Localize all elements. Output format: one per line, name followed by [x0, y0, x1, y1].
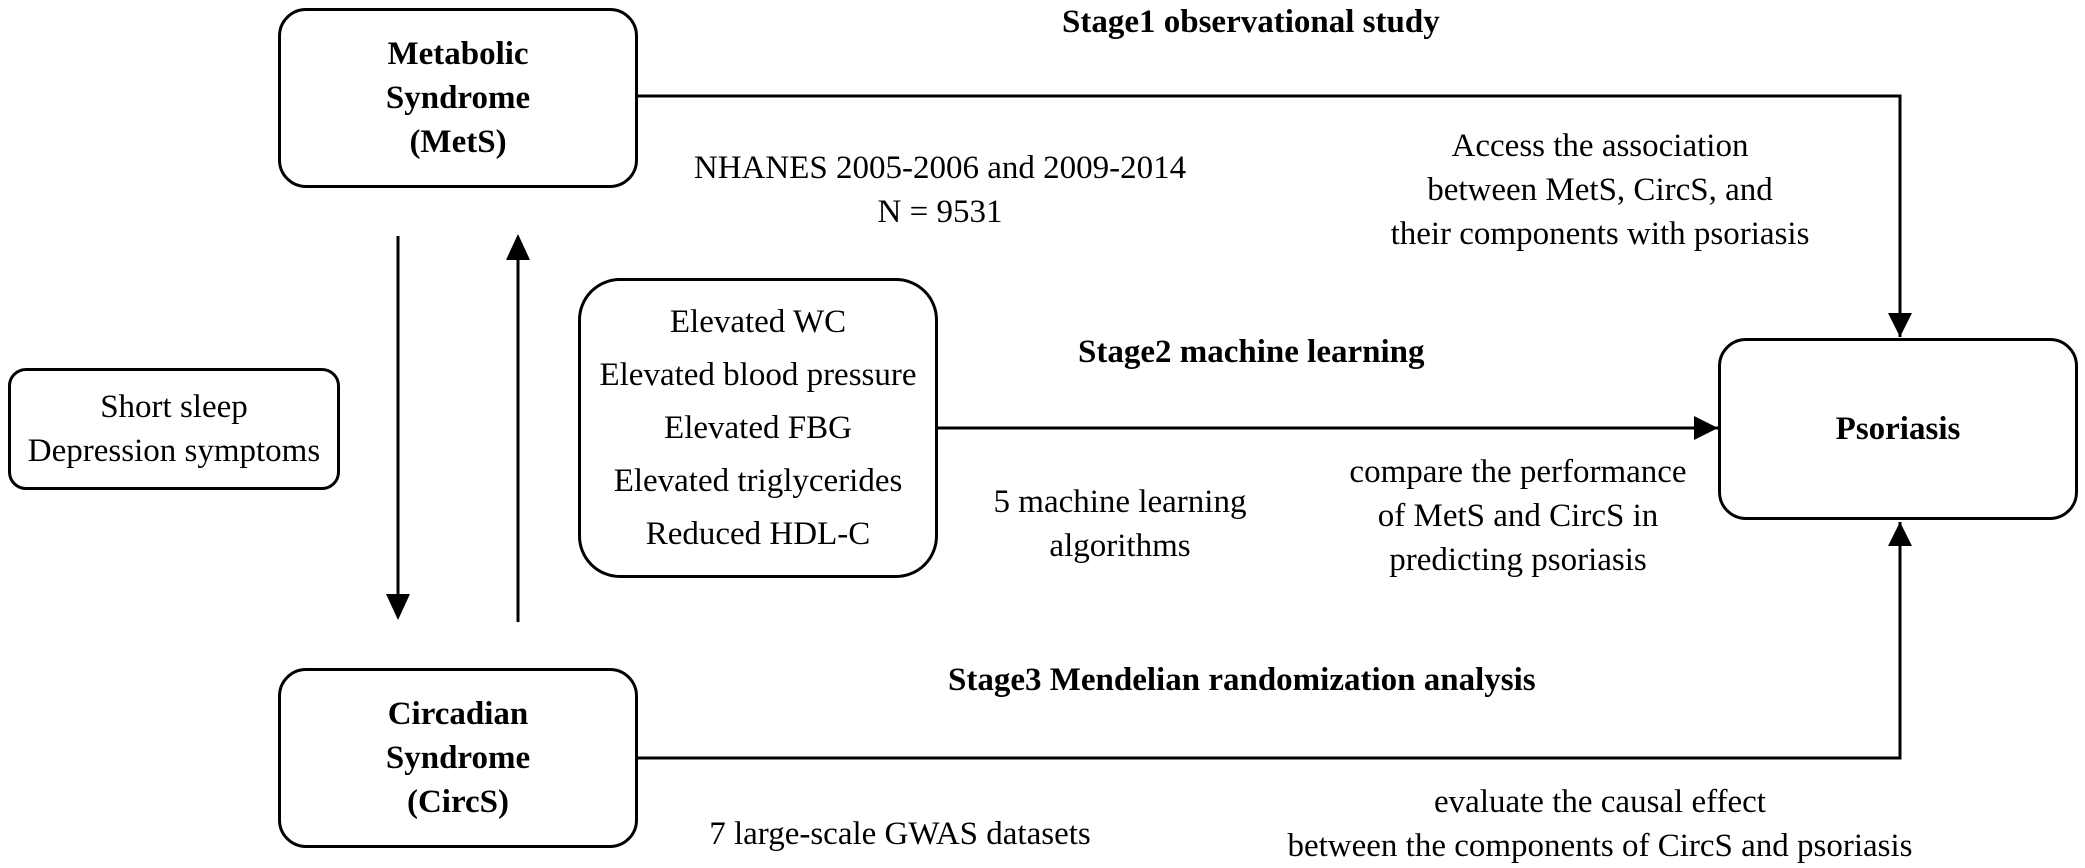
annotation-compare: compare the performance of MetS and Circ…: [1318, 450, 1718, 582]
annotation-ml: 5 machine learning algorithms: [960, 480, 1280, 568]
arrowhead-stage3: [1888, 522, 1912, 546]
component-item: Elevated blood pressure: [599, 357, 917, 393]
evaluate-line: between the components of CircS and psor…: [1287, 828, 1913, 864]
component-item: Reduced HDL-C: [645, 516, 871, 552]
circs-line: Circadian: [387, 696, 529, 732]
compare-line: compare the performance: [1349, 454, 1687, 490]
access-line: between MetS, CircS, and: [1427, 172, 1773, 208]
mets-line: Metabolic: [387, 36, 529, 72]
annotation-nhanes: NHANES 2005-2006 and 2009-2014 N = 9531: [660, 146, 1220, 234]
compare-line: predicting psoriasis: [1389, 542, 1647, 578]
nhanes-line: N = 9531: [877, 194, 1003, 230]
mets-line: Syndrome: [385, 80, 531, 116]
component-item: Elevated triglycerides: [613, 463, 903, 499]
edge-mets-to-psoriasis: [638, 94, 1902, 337]
nhanes-line: NHANES 2005-2006 and 2009-2014: [693, 150, 1187, 186]
arrowhead-stage1: [1888, 313, 1912, 337]
access-line: Access the association: [1451, 128, 1749, 164]
node-components: Elevated WC Elevated blood pressure Elev…: [578, 278, 938, 578]
annotation-gwas: 7 large-scale GWAS datasets: [680, 812, 1120, 856]
component-item: Elevated WC: [669, 304, 847, 340]
gwas-line: 7 large-scale GWAS datasets: [709, 816, 1091, 852]
arrowhead-down: [386, 594, 410, 620]
psoriasis-label: Psoriasis: [1835, 411, 1961, 447]
sleep-line: Short sleep: [100, 389, 248, 425]
ml-line: 5 machine learning: [993, 484, 1247, 520]
node-sleep-depression: Short sleep Depression symptoms: [8, 368, 340, 490]
annotation-evaluate: evaluate the causal effect between the c…: [1240, 780, 1960, 868]
edge-circs-to-psoriasis: [638, 522, 1902, 760]
sleep-line: Depression symptoms: [27, 433, 321, 469]
ml-line: algorithms: [1049, 528, 1191, 564]
node-psoriasis: Psoriasis: [1718, 338, 2078, 520]
access-line: their components with psoriasis: [1390, 216, 1810, 252]
compare-line: of MetS and CircS in: [1377, 498, 1659, 534]
arrowhead-up: [506, 234, 530, 260]
circs-line: (CircS): [406, 784, 510, 820]
stage3-title: Stage3 Mendelian randomization analysis: [948, 662, 1536, 698]
stage2-title: Stage2 machine learning: [1078, 334, 1425, 370]
node-mets: Metabolic Syndrome (MetS): [278, 8, 638, 188]
arrowhead-stage2: [1694, 416, 1718, 440]
component-item: Elevated FBG: [664, 410, 852, 446]
stage1-title: Stage1 observational study: [1062, 4, 1440, 40]
evaluate-line: evaluate the causal effect: [1434, 784, 1766, 820]
node-circs: Circadian Syndrome (CircS): [278, 668, 638, 848]
circs-line: Syndrome: [385, 740, 531, 776]
annotation-access: Access the association between MetS, Cir…: [1340, 124, 1860, 256]
mets-line: (MetS): [409, 124, 507, 160]
